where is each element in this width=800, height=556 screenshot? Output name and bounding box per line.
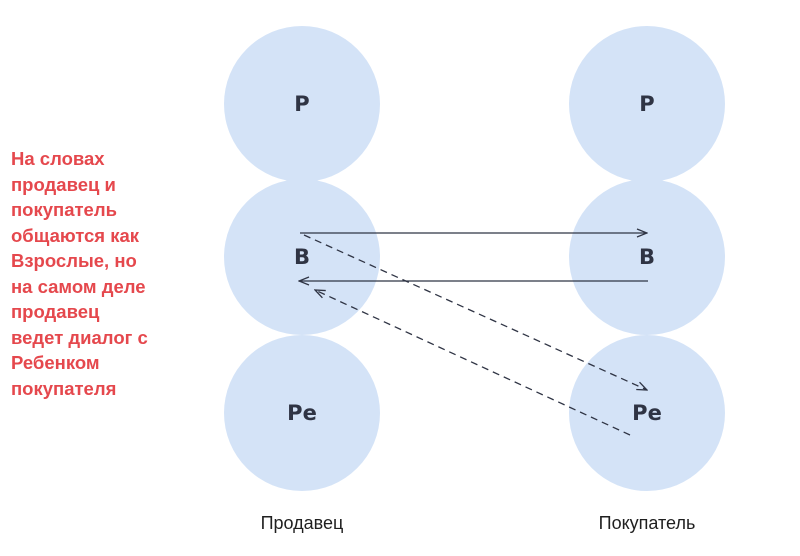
buyer-column: Р В Ре Покупатель <box>569 26 725 533</box>
transaction-arrows <box>299 233 648 436</box>
hidden-adult-to-child-arrow <box>303 234 647 390</box>
seller-adult-circle <box>224 179 380 335</box>
seller-adult-label: В <box>294 245 310 269</box>
buyer-child-label: Ре <box>632 401 662 425</box>
seller-parent-label: Р <box>294 92 309 116</box>
buyer-child-circle <box>569 335 725 491</box>
seller-child-circle <box>224 335 380 491</box>
seller-label: Продавец <box>261 513 344 533</box>
buyer-adult-label: В <box>639 245 655 269</box>
buyer-parent-label: Р <box>639 92 654 116</box>
hidden-child-reply-arrow <box>315 290 631 436</box>
buyer-adult-circle <box>569 179 725 335</box>
seller-child-label: Ре <box>287 401 317 425</box>
seller-column: Р В Ре Продавец <box>224 26 380 533</box>
seller-parent-circle <box>224 26 380 182</box>
buyer-label: Покупатель <box>599 513 696 533</box>
explanation-note: На словах продавец и покупатель общаются… <box>11 148 148 399</box>
buyer-parent-circle <box>569 26 725 182</box>
